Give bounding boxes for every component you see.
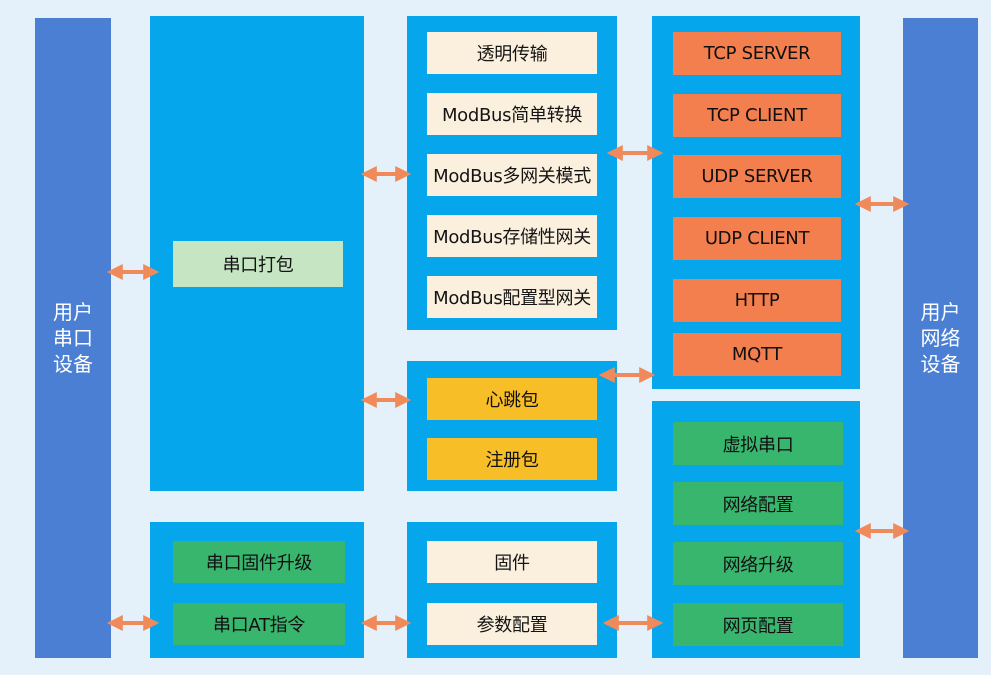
serial-function-box: 串口固件升级 (173, 541, 345, 583)
packet-box: 注册包 (427, 438, 597, 480)
network-function-box: 网络升级 (673, 542, 843, 585)
network-mode-box: TCP CLIENT (673, 94, 841, 137)
network-mode-box: MQTT (673, 333, 841, 376)
serial-function-box: 串口AT指令 (173, 603, 345, 645)
user-serial-device-label: 用户串口设备 (53, 300, 93, 376)
network-function-box: 网页配置 (673, 603, 843, 646)
user-network-device: 用户网络设备 (903, 18, 978, 658)
network-function-box: 虚拟串口 (673, 422, 843, 465)
network-mode-box: UDP CLIENT (673, 217, 841, 260)
network-mode-box: HTTP (673, 279, 841, 322)
protocol-box: ModBus简单转换 (427, 93, 597, 135)
packet-box: 心跳包 (427, 378, 597, 420)
protocol-box: ModBus存储性网关 (427, 215, 597, 257)
protocol-box: ModBus多网关模式 (427, 154, 597, 196)
network-mode-box: TCP SERVER (673, 32, 841, 75)
network-function-box: 网络配置 (673, 482, 843, 525)
network-mode-box: UDP SERVER (673, 155, 841, 198)
network-mode-panel (652, 16, 860, 389)
config-box: 固件 (427, 541, 597, 583)
config-box: 参数配置 (427, 603, 597, 645)
protocol-box: ModBus配置型网关 (427, 276, 597, 318)
user-serial-device: 用户串口设备 (35, 18, 111, 658)
user-network-device-label: 用户网络设备 (920, 300, 961, 376)
serial-pack-box: 串口打包 (173, 241, 343, 287)
protocol-box: 透明传输 (427, 32, 597, 74)
